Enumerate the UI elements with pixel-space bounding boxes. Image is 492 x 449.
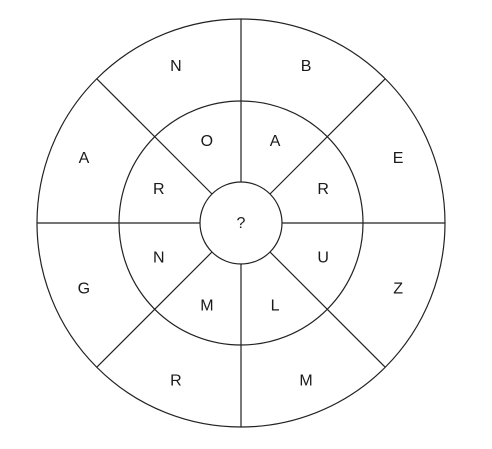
- spoke-top-right: [269, 78, 386, 195]
- inner-ring-letter-3: U: [317, 249, 329, 266]
- spoke-bottom-left: [96, 251, 213, 368]
- inner-ring-letter-5: M: [200, 297, 213, 314]
- center-question-mark: ?: [237, 215, 246, 232]
- inner-ring-letter-6: N: [153, 249, 165, 266]
- outer-ring-letter-7: A: [79, 150, 90, 167]
- inner-ring-letter-1: A: [270, 133, 281, 150]
- outer-ring-letter-8: N: [170, 58, 182, 75]
- outer-ring-letter-5: R: [170, 372, 182, 389]
- inner-ring-letter-8: O: [201, 133, 213, 150]
- outer-ring-letters: B E Z M R G A N: [78, 58, 404, 389]
- inner-ring-letter-2: R: [317, 181, 329, 198]
- spoke-bottom-right: [269, 251, 386, 368]
- inner-ring-letters: A R U L M N R O: [153, 133, 329, 314]
- spoke-top-left: [96, 78, 213, 195]
- outer-ring-letter-2: E: [393, 150, 404, 167]
- inner-ring-letter-4: L: [271, 297, 280, 314]
- center-hub: [199, 181, 283, 265]
- outer-ring-letter-6: G: [78, 280, 90, 297]
- inner-ring-letter-7: R: [153, 181, 165, 198]
- outer-ring-letter-3: Z: [393, 280, 403, 297]
- outer-ring-letter-4: M: [299, 372, 312, 389]
- outer-ring-letter-1: B: [301, 58, 312, 75]
